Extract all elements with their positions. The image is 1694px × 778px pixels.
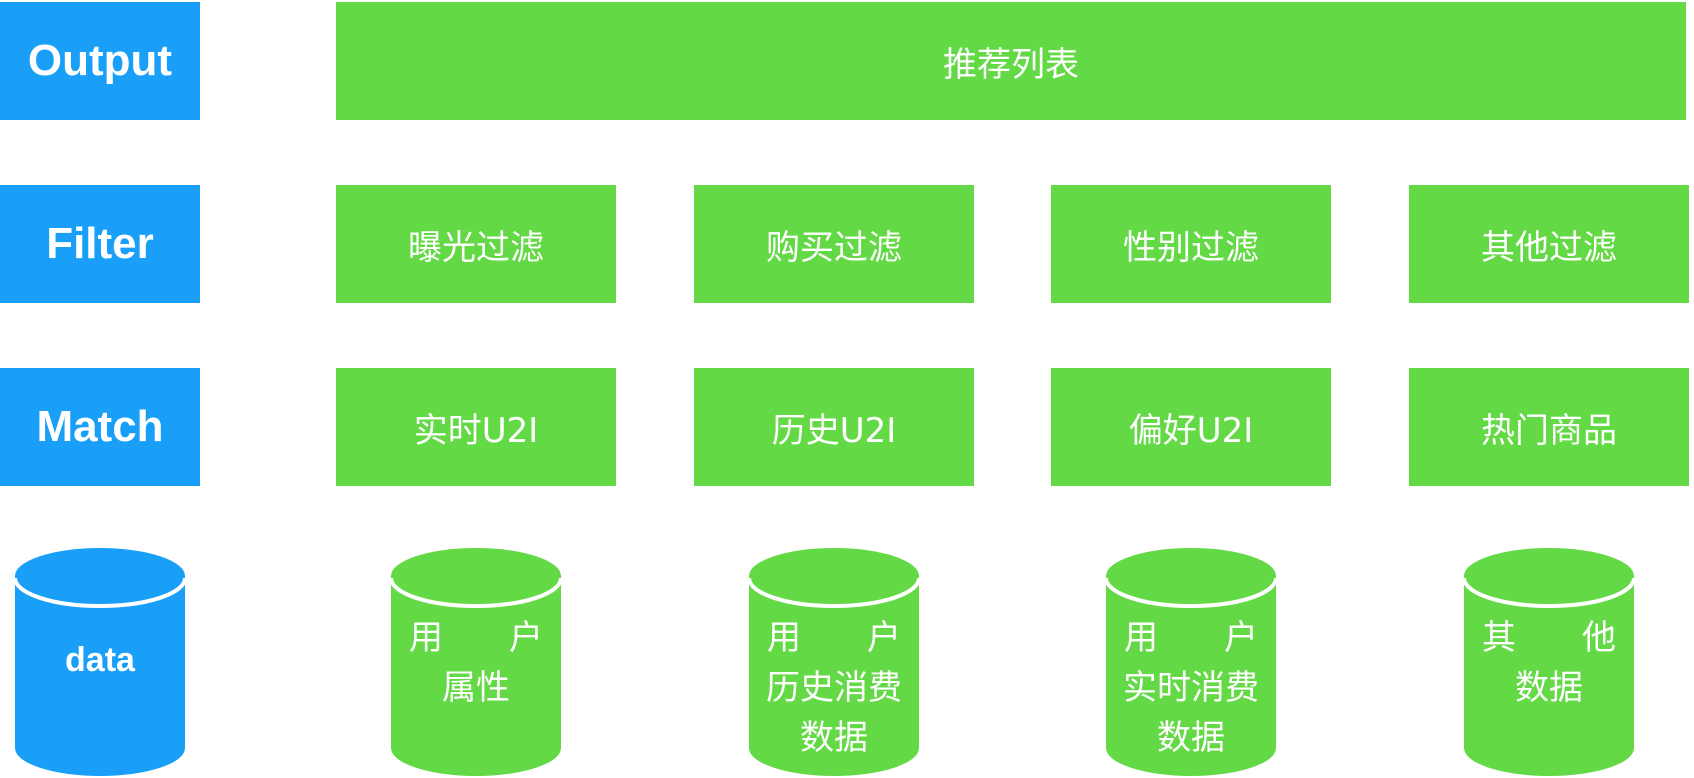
store-label-char: 户 bbox=[509, 618, 543, 658]
store-label-line: 历史消费 bbox=[766, 668, 902, 708]
data-cylinder-label: data bbox=[65, 641, 135, 679]
store-cylinder-shape bbox=[1106, 548, 1276, 776]
store-label-line: 数据 bbox=[1515, 668, 1583, 708]
store-label-char: 他 bbox=[1582, 618, 1616, 658]
filter-box-other: 其他过滤 bbox=[1409, 185, 1689, 303]
store-cylinder-shape bbox=[1464, 548, 1634, 776]
data-cylinder-shape bbox=[15, 548, 185, 776]
store-label-char: 其 bbox=[1482, 618, 1516, 658]
match-box-hot-items: 热门商品 bbox=[1409, 368, 1689, 486]
store-label-line: 属性 bbox=[442, 668, 510, 708]
store-cylinder-shape bbox=[749, 548, 919, 776]
store-label-line: 数据 bbox=[800, 718, 868, 758]
store-label-char: 户 bbox=[1224, 618, 1258, 658]
store-label-line: 实时消费 bbox=[1123, 668, 1259, 708]
store-label-char: 用 bbox=[409, 618, 443, 658]
match-box-realtime-u2i: 实时U2I bbox=[336, 368, 616, 486]
filter-box-gender: 性别过滤 bbox=[1051, 185, 1331, 303]
store-label-line: 数据 bbox=[1157, 718, 1225, 758]
store-cylinder-shape bbox=[391, 548, 561, 776]
match-row-label: Match bbox=[0, 368, 200, 486]
output-row-label: Output bbox=[0, 2, 200, 120]
store-label-char: 户 bbox=[867, 618, 901, 658]
recommendation-list-box: 推荐列表 bbox=[336, 2, 1686, 120]
store-label-char: 用 bbox=[1124, 618, 1158, 658]
filter-row-label: Filter bbox=[0, 185, 200, 303]
filter-box-purchase: 购买过滤 bbox=[694, 185, 974, 303]
data-cylinder: data bbox=[15, 548, 185, 776]
match-box-preference-u2i: 偏好U2I bbox=[1051, 368, 1331, 486]
store-user-history-consumption: 用 户 历史消费 数据 bbox=[749, 548, 919, 776]
filter-box-exposure: 曝光过滤 bbox=[336, 185, 616, 303]
store-other-data: 其 他 数据 bbox=[1464, 548, 1634, 776]
match-box-history-u2i: 历史U2I bbox=[694, 368, 974, 486]
store-user-realtime-consumption: 用 户 实时消费 数据 bbox=[1106, 548, 1276, 776]
store-label-char: 用 bbox=[767, 618, 801, 658]
store-user-attributes: 用 户 属性 bbox=[391, 548, 561, 776]
